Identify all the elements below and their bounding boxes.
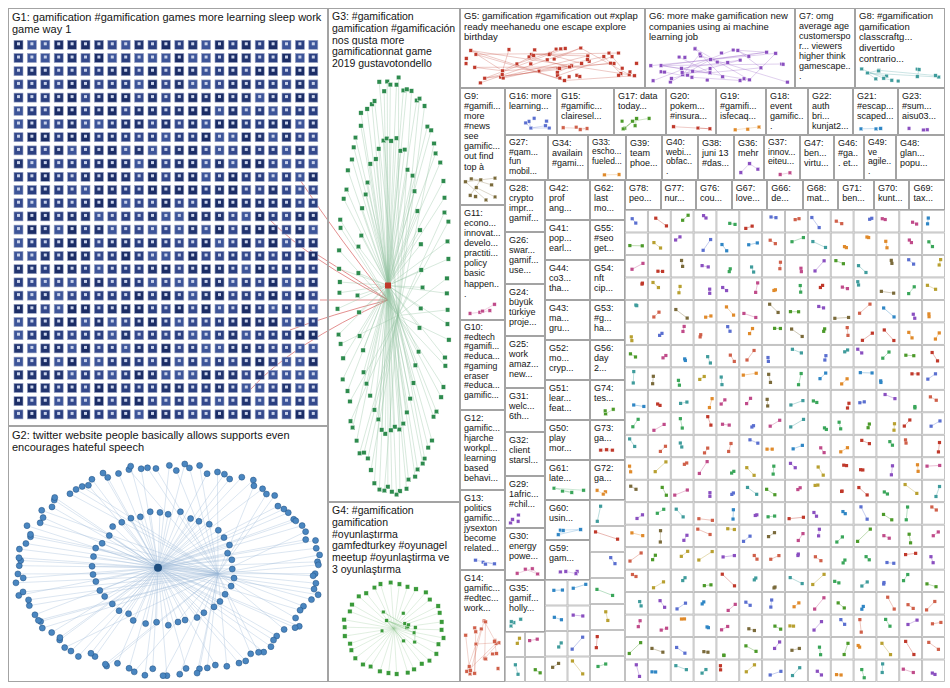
graph-canvas: G1: gamification #gamification games mor… <box>0 0 950 688</box>
